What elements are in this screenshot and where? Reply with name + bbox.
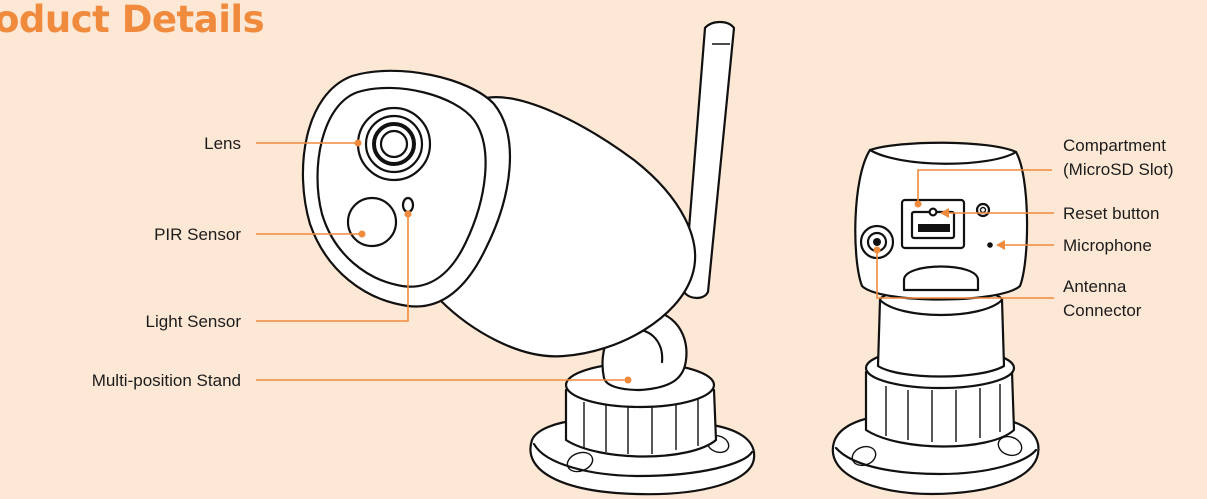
lens-label: Lens [204,134,241,153]
lens-marker [355,140,362,147]
compartment-label-line2: (MicroSD Slot) [1063,160,1174,179]
pir-sensor-label: PIR Sensor [154,225,241,244]
light-sensor-label: Light Sensor [146,312,242,331]
reset-button-label: Reset button [1063,204,1159,223]
antenna-marker [874,247,881,254]
antenna-label-line1: Antenna [1063,277,1127,296]
stand-label: Multi-position Stand [92,371,241,390]
antenna-label-line2: Connector [1063,301,1142,320]
pir-sensor-marker [359,231,366,238]
front-camera-illustration [303,22,754,494]
callout-stand: Multi-position Stand [92,371,632,390]
stand-marker [625,377,632,384]
compartment-label-line1: Compartment [1063,136,1166,155]
compartment-marker [915,201,922,208]
light-sensor-marker [405,211,412,218]
back-camera-illustration [833,143,1039,494]
microphone-label: Microphone [1063,236,1152,255]
